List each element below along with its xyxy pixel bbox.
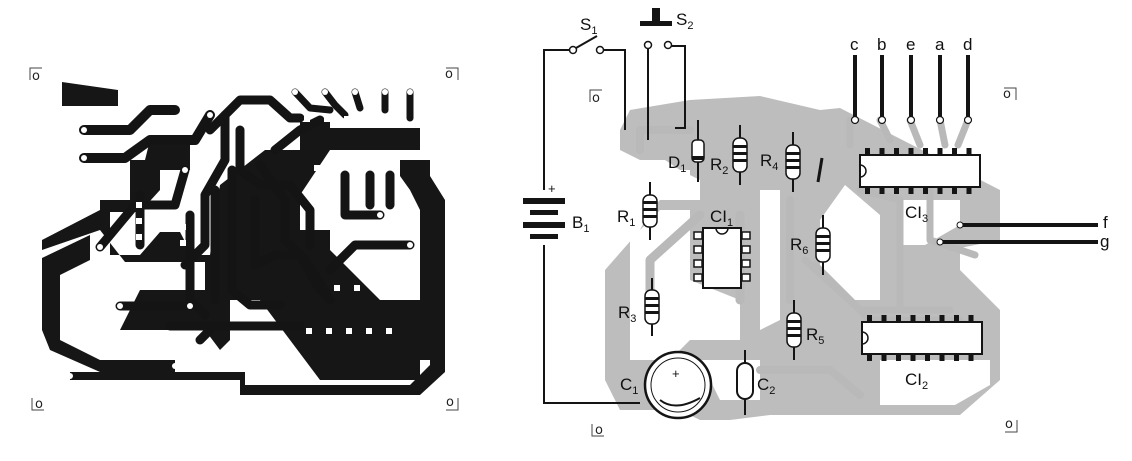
label-r2: R2 — [710, 155, 728, 177]
terminal-b: b — [877, 35, 886, 125]
resistor-r6: R6 — [790, 215, 831, 275]
terminal-label-b: b — [877, 35, 886, 54]
ic-ci3: CI3 — [859, 148, 981, 225]
left-registration-marks: o o o o — [29, 67, 459, 412]
wire-battery-to-c1 — [543, 245, 640, 404]
wire-battery-to-s1 — [543, 49, 573, 190]
battery-plus-sign: + — [548, 181, 556, 196]
resistor-r2: R2 — [710, 125, 748, 185]
jumper-wire — [816, 157, 824, 183]
label-ci3: CI3 — [905, 203, 928, 225]
terminal-label-a: a — [935, 35, 945, 54]
right-reg-mark-top-right: o — [1003, 87, 1017, 102]
right-reg-mark-bottom-left: o — [591, 423, 604, 438]
left-bottom-band — [70, 330, 445, 395]
left-pads — [67, 89, 420, 379]
terminal-label-c: c — [850, 35, 859, 54]
wire-s2-right — [668, 45, 686, 129]
terminal-f: f — [956, 213, 1108, 232]
left-pcb-copper-layout: o o o o — [29, 67, 459, 412]
terminal-label-e: e — [906, 35, 915, 54]
switch-s2: S2 — [640, 8, 693, 50]
ic-ci2: CI2 — [861, 315, 983, 392]
label-r5: R5 — [806, 325, 824, 347]
label-s2: S2 — [676, 10, 693, 32]
right-wiring — [543, 45, 686, 404]
resistors: R1 R2 R3 — [617, 125, 831, 360]
left-reg-mark-bottom-left: o — [31, 397, 44, 412]
svg-text:o: o — [1003, 87, 1011, 102]
svg-text:o: o — [35, 397, 43, 412]
diode-d1: D1 — [668, 120, 705, 182]
battery-b1: + B1 — [523, 181, 589, 239]
right-reg-mark-top-left: o — [589, 89, 602, 106]
resistor-r4: R4 — [760, 132, 801, 192]
terminal-e: e — [906, 35, 915, 125]
svg-text:o: o — [32, 69, 40, 84]
terminal-label-f: f — [1103, 213, 1108, 232]
label-d1: D1 — [668, 153, 686, 175]
left-reg-mark-top-right: o — [445, 67, 459, 82]
label-r6: R6 — [790, 235, 808, 257]
label-c2: C2 — [757, 375, 775, 397]
label-r1: R1 — [617, 207, 635, 229]
svg-text:o: o — [1005, 417, 1013, 432]
terminal-label-d: d — [963, 35, 972, 54]
terminal-d: d — [963, 35, 972, 125]
capacitor-c1: + C1 — [620, 350, 713, 420]
resistor-r3: R3 — [618, 278, 660, 336]
label-b1: B1 — [572, 213, 589, 235]
svg-text:o: o — [446, 395, 454, 410]
c1-plus-sign: + — [672, 366, 680, 381]
terminal-a: a — [935, 35, 945, 125]
terminal-c: c — [850, 35, 860, 125]
capacitor-c2: C2 — [736, 350, 775, 415]
resistor-r5: R5 — [786, 300, 824, 360]
resistor-r1: R1 — [617, 182, 658, 240]
right-pcb-component-layout: S1 S2 + B1 — [523, 8, 1109, 438]
wire-s1-to-board — [600, 49, 626, 130]
output-terminals-side: f g — [936, 213, 1109, 251]
left-reg-mark-bottom-right: o — [446, 395, 459, 411]
label-r4: R4 — [760, 151, 778, 173]
switch-s1: S1 — [568, 15, 605, 55]
svg-text:o: o — [595, 423, 603, 438]
terminal-label-g: g — [1100, 232, 1109, 251]
label-s1: S1 — [580, 15, 597, 37]
svg-text:o: o — [592, 91, 600, 106]
left-reg-mark-top-left: o — [29, 67, 42, 84]
right-reg-mark-bottom-right: o — [1005, 417, 1018, 433]
terminal-g: g — [936, 232, 1109, 251]
label-ci2: CI2 — [905, 370, 928, 392]
label-ci1: CI1 — [710, 207, 733, 229]
label-c1: C1 — [620, 375, 638, 397]
label-r3: R3 — [618, 303, 636, 325]
ic-ci1: CI1 — [693, 207, 751, 289]
svg-text:o: o — [445, 67, 453, 82]
right-registration-marks: o o o o — [589, 87, 1018, 438]
